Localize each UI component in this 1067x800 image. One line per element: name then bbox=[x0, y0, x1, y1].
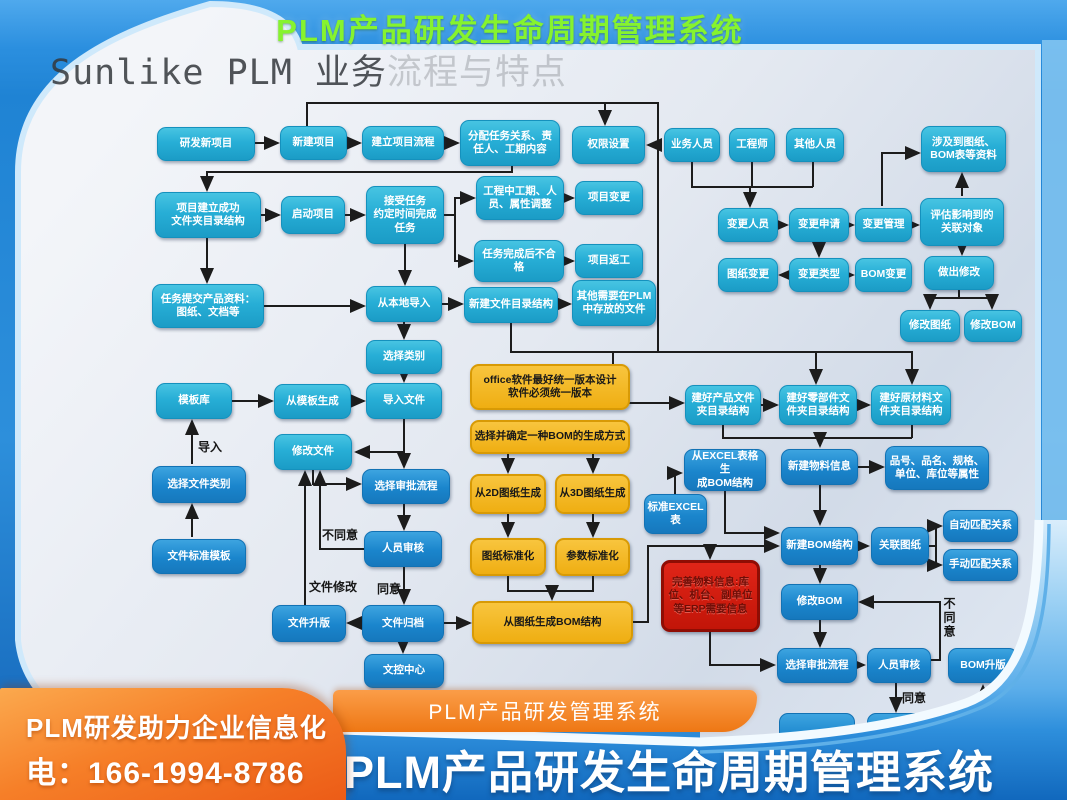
node-other-staff: 其他人员 bbox=[786, 128, 844, 162]
flow-edge bbox=[881, 146, 921, 206]
flow-edge bbox=[667, 466, 683, 494]
node-involved-drawings-bom: 涉及到图纸、 BOM表等资料 bbox=[921, 126, 1006, 172]
node-task-submit-docs: 任务提交产品资料： 图纸、文档等 bbox=[152, 284, 264, 328]
flow-edge bbox=[444, 191, 476, 216]
node-change-management: 变更管理 bbox=[855, 208, 912, 242]
node-bom-change: BOM变更 bbox=[855, 258, 912, 292]
node-choose-bom-method: 选择并确定一种BOM的生成方式 bbox=[470, 420, 630, 454]
node-modify-bom-2: 修改BOM bbox=[781, 584, 858, 620]
node-change-type: 变更类型 bbox=[789, 258, 849, 292]
edge-label: 不同意 bbox=[322, 528, 359, 542]
node-accept-task: 接受任务 约定时间完成 任务 bbox=[366, 186, 444, 244]
node-task-failed: 任务完成后不合 格 bbox=[474, 240, 564, 282]
diagram-title: Sunlike PLM 业务流程与特点 bbox=[50, 44, 567, 95]
node-engineer: 工程师 bbox=[729, 128, 775, 162]
node-bom-upgrade: BOM升版 bbox=[948, 648, 1018, 683]
node-file-upgrade: 文件升版 bbox=[272, 605, 346, 642]
edge-label: 不同意 bbox=[942, 597, 956, 639]
node-auto-match: 自动匹配关系 bbox=[943, 510, 1018, 542]
node-complete-material-info: 完善物料信息:库 位、机台、副单位 等ERP需要信息 bbox=[661, 560, 760, 632]
node-staff-review-left: 人员审核 bbox=[364, 531, 442, 567]
node-drawing-change: 图纸变更 bbox=[718, 258, 778, 292]
node-new-material-info: 新建物料信息 bbox=[781, 449, 858, 485]
node-permission-setting: 权限设置 bbox=[572, 126, 645, 164]
node-new-rd-project: 研发新项目 bbox=[157, 127, 255, 161]
edge-label: 同意 bbox=[902, 691, 927, 705]
diagram-title-main: Sunlike PLM 业务 bbox=[50, 53, 387, 93]
node-office-version-note: office软件最好统一版本设计 软件必须统一版本 bbox=[470, 364, 630, 410]
node-setup-project-flow: 建立项目流程 bbox=[362, 126, 444, 160]
node-bom-from-excel: 从EXCEL表格生 成BOM结构 bbox=[684, 449, 766, 491]
node-start-project: 启动项目 bbox=[281, 196, 345, 234]
promo-slogan: PLM研发助力企业信息化 bbox=[26, 713, 327, 743]
node-import-local: 从本地导入 bbox=[366, 286, 442, 322]
flow-edge bbox=[306, 102, 659, 352]
node-assess-impact: 评估影响到的 关联对象 bbox=[920, 198, 1004, 246]
node-business-staff: 业务人员 bbox=[664, 128, 720, 162]
node-other-plm-files: 其他需要在PLM 中存放的文件 bbox=[572, 280, 656, 326]
node-bom-from-drawing: 从图纸生成BOM结构 bbox=[472, 601, 633, 644]
node-make-modification: 做出修改 bbox=[924, 256, 994, 290]
node-staff-review-right: 人员审核 bbox=[867, 648, 931, 683]
flow-edge bbox=[454, 215, 474, 268]
flow-edge bbox=[923, 290, 960, 310]
node-project-change: 项目变更 bbox=[575, 181, 643, 215]
node-project-created: 项目建立成功 文件夹目录结构 bbox=[155, 192, 261, 238]
node-drawing-standardize: 图纸标准化 bbox=[470, 538, 546, 576]
node-template-library: 模板库 bbox=[156, 383, 232, 419]
node-project-rework: 项目返工 bbox=[575, 244, 643, 278]
promo-card: PLM研发助力企业信息化 电：166-1994-8786 bbox=[0, 688, 346, 800]
node-select-approval-flow-left: 选择审批流程 bbox=[362, 469, 450, 504]
node-product-folder: 建好产品文件 夹目录结构 bbox=[685, 385, 761, 425]
node-change-staff: 变更人员 bbox=[718, 208, 778, 242]
bottom-main-title: PLM产品研发生命周期管理系统 bbox=[344, 747, 994, 798]
node-link-drawings: 关联图纸 bbox=[871, 527, 929, 565]
orange-ribbon-title: PLM产品研发管理系统 bbox=[428, 701, 662, 724]
node-parameter-standardize: 参数标准化 bbox=[555, 538, 630, 576]
diagram-title-faded: 流程与特点 bbox=[386, 53, 567, 93]
node-change-request: 变更申请 bbox=[789, 208, 849, 242]
node-parts-folder: 建好零部件文 件夹目录结构 bbox=[779, 385, 857, 425]
node-generate-from-template: 从模板生成 bbox=[274, 384, 351, 419]
flow-edge bbox=[816, 351, 919, 385]
orange-ribbon: PLM产品研发管理系统 bbox=[333, 690, 757, 732]
node-select-approval-flow-right: 选择审批流程 bbox=[777, 648, 857, 683]
node-new-bom-structure: 新建BOM结构 bbox=[781, 527, 858, 565]
node-select-file-category: 选择文件类别 bbox=[152, 466, 246, 503]
node-file-archive: 文件归档 bbox=[362, 605, 444, 642]
node-material-attrs: 品号、品名、规格、 单位、库位等属性 bbox=[885, 446, 989, 490]
flow-edge bbox=[200, 166, 513, 192]
flow-edge bbox=[722, 425, 912, 439]
edge-label: 文件修改 bbox=[309, 580, 358, 594]
node-assign-tasks: 分配任务关系、责 任人、工期内容 bbox=[460, 120, 560, 166]
node-import-file: 导入文件 bbox=[366, 383, 442, 419]
flow-edge bbox=[959, 294, 999, 310]
edge-label: 导入 bbox=[198, 440, 223, 454]
node-new-file-structure: 新建文件目录结构 bbox=[464, 287, 558, 323]
top-banner-title: PLM产品研发生命周期管理系统 bbox=[276, 13, 744, 48]
flow-edge bbox=[691, 162, 813, 188]
node-doc-control-center: 文控中心 bbox=[364, 654, 444, 688]
node-schedule-adjust: 工程中工期、人 员、属性调整 bbox=[476, 176, 564, 220]
node-create-project: 新建项目 bbox=[280, 126, 347, 160]
node-modify-file: 修改文件 bbox=[274, 434, 352, 470]
node-from-3d-drawing: 从3D图纸生成 bbox=[555, 474, 630, 514]
node-file-standard-template: 文件标准模板 bbox=[152, 539, 246, 574]
node-modify-bom: 修改BOM bbox=[964, 310, 1022, 342]
node-standard-excel: 标准EXCEL 表 bbox=[644, 494, 707, 534]
promo-phone: 电：166-1994-8786 bbox=[26, 757, 305, 790]
edge-label: 同意 bbox=[377, 582, 402, 596]
node-select-category: 选择类别 bbox=[366, 340, 442, 374]
node-material-folder: 建好原材料文 件夹目录结构 bbox=[871, 385, 951, 425]
node-modify-drawing: 修改图纸 bbox=[900, 310, 960, 342]
node-manual-match: 手动匹配关系 bbox=[943, 549, 1018, 581]
node-from-2d-drawing: 从2D图纸生成 bbox=[470, 474, 546, 514]
